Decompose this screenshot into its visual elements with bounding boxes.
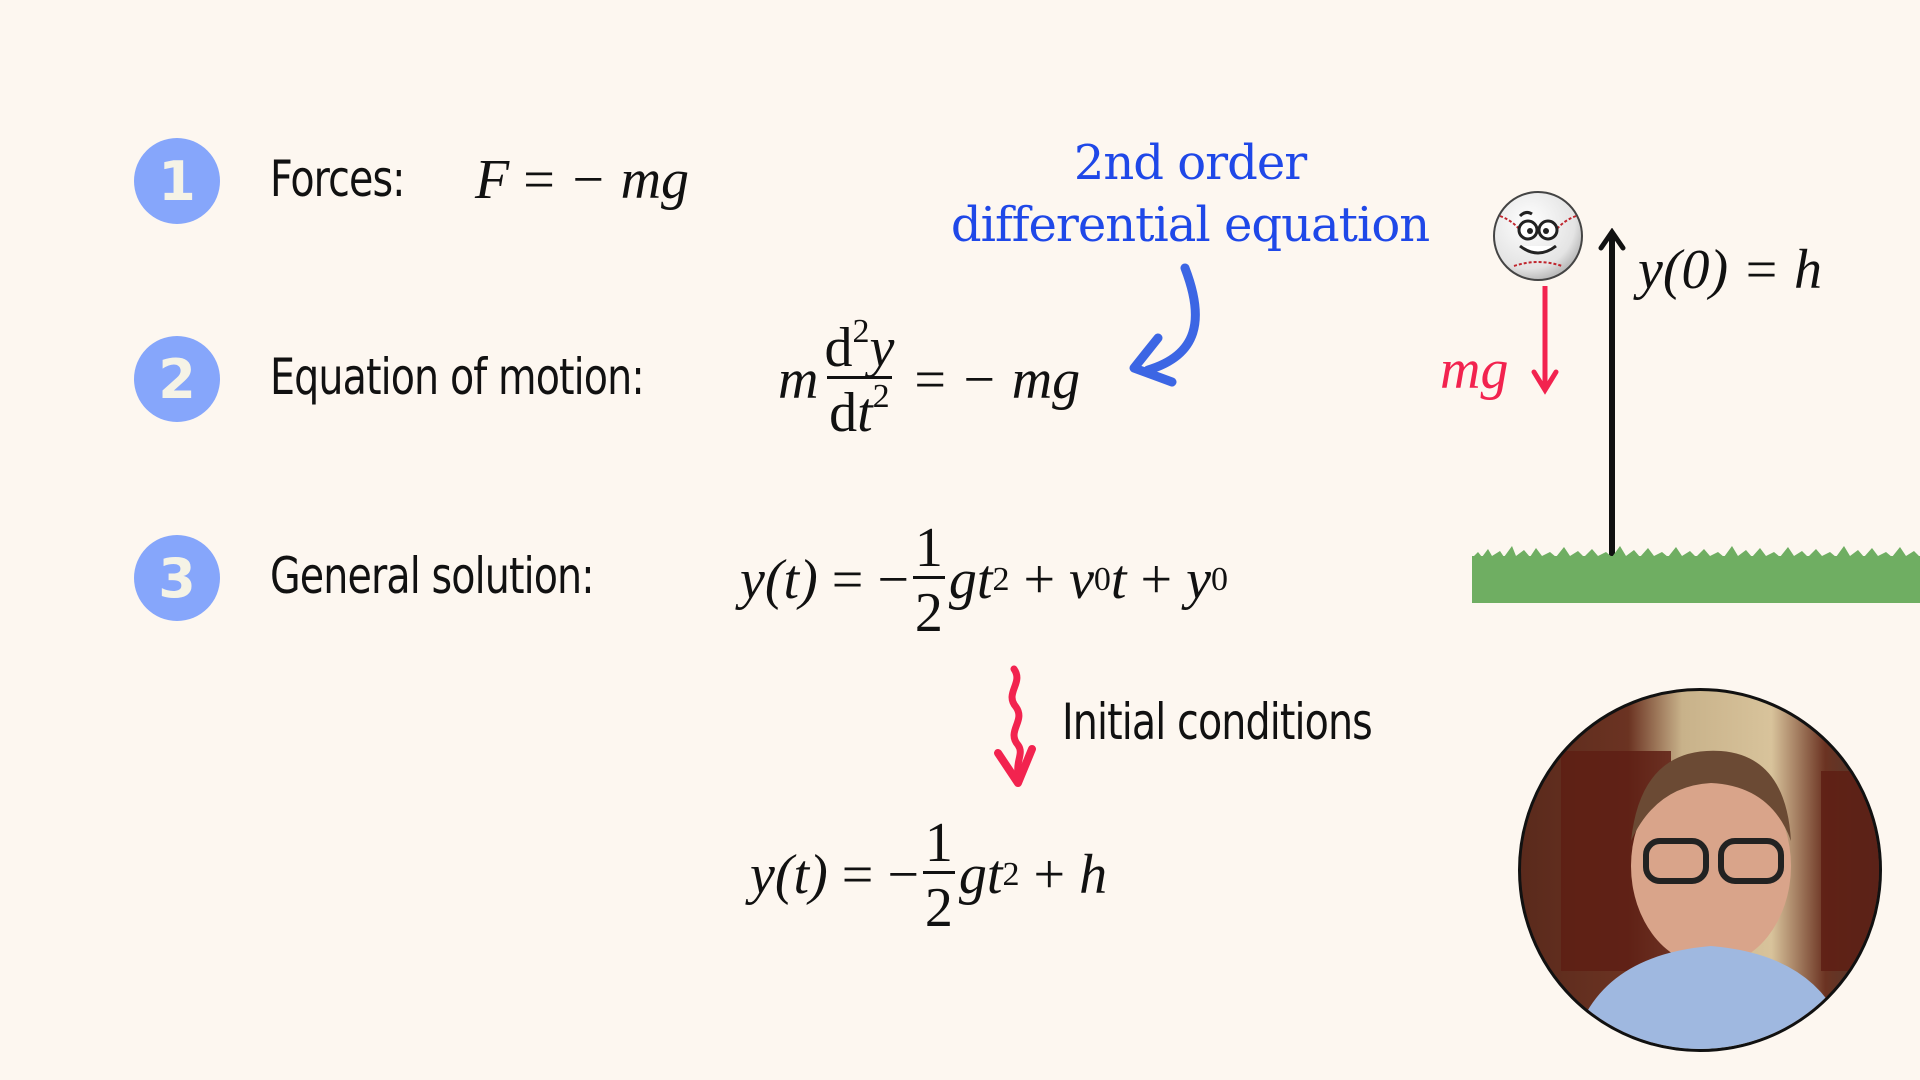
step-3-badge: 3 [134,535,220,621]
initial-conditions-label: Initial conditions [1062,693,1373,751]
baseball-icon [1493,191,1583,281]
mg: mg [1440,339,1509,401]
sup: 2 [872,377,890,415]
step-number: 3 [158,546,196,610]
equals-sign: = [831,549,864,611]
plus-sign: + [1140,549,1173,611]
plus-sign: + [1033,844,1066,906]
sup: 2 [852,312,870,350]
step-3-label: General solution: [270,547,595,605]
presenter-webcam [1518,688,1882,1052]
t: t [1110,549,1127,611]
frac-denominator: 2 [922,870,955,936]
frac-numerator: 1 [914,516,943,579]
height-arrow-icon [1598,228,1626,558]
eom-rhs: − mg [959,349,1081,411]
mass-coef: m [778,349,819,411]
step-number: 1 [158,149,196,213]
h-term: h [1079,844,1108,906]
step-2-badge: 2 [134,336,220,422]
step-1-label: Forces: [270,150,406,208]
step-number: 2 [158,347,196,411]
minus-sign: − [877,549,909,611]
equals-sign: = [914,349,946,411]
one-half: 1 2 [922,811,955,936]
annotation-line-1: 2nd order [1073,135,1307,191]
frac-denominator: dt2 [827,375,892,444]
equals-sign: = [523,149,555,211]
var: y [869,316,895,379]
frac-numerator: d2y [822,314,896,379]
step-1-badge: 1 [134,138,220,224]
gt-term: gt [958,844,1003,906]
force-label: mg [1440,335,1508,405]
annotation-line-2: differential equation [950,197,1430,253]
frac-numerator: 1 [924,811,953,874]
equals-sign: = [841,844,874,906]
presenter-silhouette [1561,750,1879,1049]
lhs: y(t) [740,549,818,611]
d: d [824,316,853,379]
curved-arrow-icon [1129,263,1200,387]
differential-equation-annotation: 2nd order differential equation [900,132,1480,256]
d: d [829,381,858,444]
minus-sign: − [887,844,919,906]
equation-of-motion: m d2y dt2 = − mg [778,305,1080,455]
y0-equals-h: y(0) = h [1638,239,1822,301]
plus-sign: + [1023,549,1056,611]
squiggly-down-arrow-icon [994,665,1036,787]
step-2-label: Equation of motion: [270,348,645,406]
second-derivative: d2y dt2 [822,314,896,444]
gravity-force-arrow-icon [1531,286,1559,395]
forces-equation: F = − mg [475,145,689,215]
y-term: y [1186,549,1211,611]
ground-grass [1472,546,1920,603]
frac-denominator: 2 [912,575,945,641]
gt-term: gt [948,549,993,611]
height-label: y(0) = h [1638,235,1822,305]
v-term: v [1069,549,1094,611]
var: t [857,381,873,444]
lhs: y(t) [750,844,828,906]
force-rhs: − mg [568,149,690,211]
one-half: 1 2 [912,516,945,641]
force-symbol: F [475,149,510,211]
